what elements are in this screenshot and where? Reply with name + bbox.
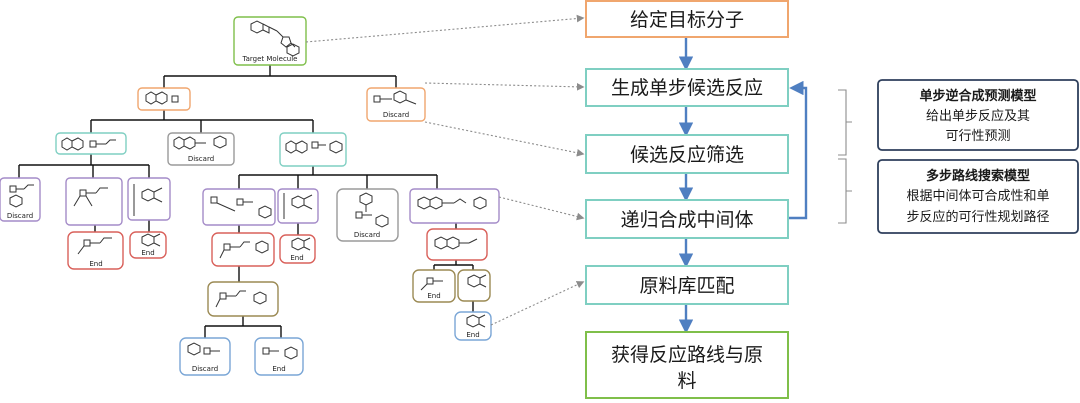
end-node: End (454, 311, 492, 341)
step-recursive-synthesis: 递归合成中间体 (585, 199, 789, 239)
step-get-route: 获得反应路线与原 料 (585, 331, 789, 399)
intermediate-node (202, 188, 276, 226)
end-label: End (290, 254, 303, 262)
side-box-title: 多步路线搜索模型 (926, 168, 1030, 184)
discard-node: Discard (336, 188, 399, 242)
side-box-line: 步反应的可行性规划路径 (906, 209, 1049, 225)
discard-label: Discard (192, 365, 218, 373)
intermediate-node (127, 177, 171, 221)
side-box-line: 可行性预测 (945, 129, 1010, 144)
step-material-matching: 原料库匹配 (585, 265, 789, 305)
step-filter-candidates: 候选反应筛选 (585, 134, 789, 174)
molecule-nodes: Target Molecule Discard (0, 16, 500, 376)
multi-step-model-box: 多步路线搜索模型 根据中间体可合成性和单 步反应的可行性规划路径 (877, 159, 1079, 234)
target-molecule-label: Target Molecule (242, 55, 298, 63)
step-given-target: 给定目标分子 (585, 0, 789, 38)
discard-node: Discard (0, 177, 41, 222)
discard-label: Discard (354, 231, 380, 239)
discard-node: Discard (366, 87, 426, 122)
discard-node: Discard (167, 132, 235, 166)
end-label: End (427, 292, 440, 300)
intermediate-node (211, 232, 275, 267)
intermediate-node (55, 132, 127, 155)
side-box-line: 根据中间体可合成性和单 (906, 189, 1049, 204)
intermediate-node (65, 177, 123, 226)
end-node: End (67, 231, 124, 270)
side-panels: 单步逆合成预测模型 给出单步反应及其 可行性预测 多步路线搜索模型 根据中间体可… (838, 79, 1079, 234)
intermediate-node (137, 87, 191, 111)
end-node: End (254, 337, 304, 376)
single-step-model-box: 单步逆合成预测模型 给出单步反应及其 可行性预测 (877, 79, 1079, 151)
end-label: End (89, 260, 102, 268)
dotted-pointers (305, 14, 585, 326)
workflow: 给定目标分子 生成单步候选反应 候选反应筛选 递归合成中间体 原料库匹配 获得反… (585, 0, 808, 399)
intermediate-node (279, 132, 347, 167)
step-label: 候选反应筛选 (630, 144, 744, 166)
end-node: End (129, 231, 167, 259)
discard-label: Discard (7, 212, 33, 220)
step-label: 生成单步候选反应 (611, 77, 763, 99)
step-label: 递归合成中间体 (620, 209, 753, 231)
end-label: End (272, 365, 285, 373)
tree-connectors (18, 65, 474, 338)
discard-label: Discard (383, 111, 409, 119)
intermediate-node (409, 188, 500, 224)
intermediate-node (277, 188, 319, 224)
step-label: 获得反应路线与原 (611, 344, 763, 366)
target-molecule-node: Target Molecule (233, 16, 307, 66)
step-label: 料 (677, 370, 696, 392)
intermediate-node (426, 228, 488, 261)
discard-label: Discard (188, 155, 214, 163)
intermediate-node (457, 269, 491, 302)
end-label: End (466, 331, 479, 339)
step-label: 原料库匹配 (639, 275, 734, 297)
intermediate-node (207, 281, 279, 317)
step-generate-candidates: 生成单步候选反应 (585, 68, 789, 107)
end-node: End (279, 234, 316, 264)
end-label: End (141, 249, 154, 257)
side-box-title: 单步逆合成预测模型 (919, 88, 1036, 104)
end-node: End (412, 269, 456, 303)
discard-node: Discard (179, 337, 231, 376)
step-label: 给定目标分子 (630, 9, 744, 31)
side-box-line: 给出单步反应及其 (926, 108, 1030, 124)
